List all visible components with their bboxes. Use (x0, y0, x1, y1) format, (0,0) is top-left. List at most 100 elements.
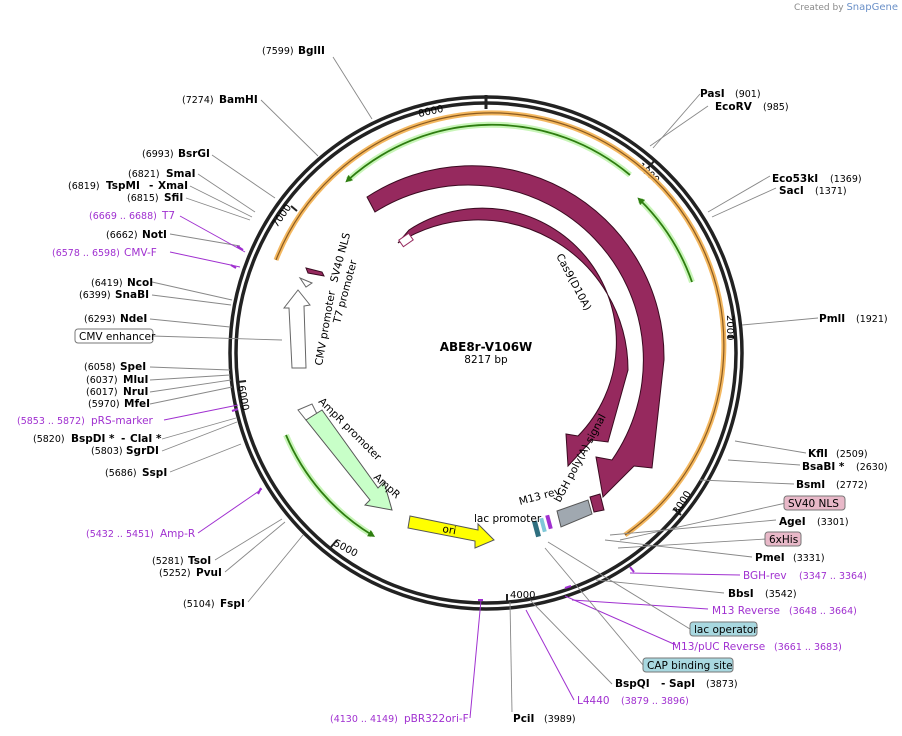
enzyme-sspi[interactable]: SspI (142, 467, 167, 479)
enzyme-nrui[interactable]: NruI (123, 386, 148, 398)
enzyme-ndei[interactable]: NdeI (120, 313, 147, 325)
enzyme-saci[interactable]: SacI (779, 185, 804, 197)
enzyme-pmei[interactable]: PmeI (755, 552, 785, 564)
enzyme-pvui[interactable]: PvuI (196, 567, 222, 579)
snapgene-logo: SnapGene (846, 2, 898, 13)
feature-box-cmv-enhancer[interactable]: CMV enhancer (74, 328, 156, 344)
primer-pbr322ori-f-pos: (4130 .. 4149) (330, 714, 398, 725)
enzyme-xmai[interactable]: XmaI (158, 180, 188, 192)
cas9-d10a-feature-arrow (397, 207, 629, 468)
tick-8000: 8000 (417, 104, 444, 120)
tick-3000: 3000 (671, 489, 694, 516)
primer-amp-r[interactable]: Amp-R (160, 528, 195, 540)
enzyme-bsrgi[interactable]: BsrGI (178, 148, 210, 160)
enzyme-bsmi[interactable]: BsmI (796, 479, 825, 491)
enzyme-smai[interactable]: SmaI (166, 168, 196, 180)
enzyme-kfli[interactable]: KflI (808, 448, 828, 460)
enzyme-tsoi[interactable]: TsoI (188, 555, 211, 567)
green-arrow-right-line (637, 197, 693, 283)
enzyme-bspdi-pos: (5820) (33, 434, 65, 445)
primer-l4440[interactable]: L4440 (577, 695, 610, 707)
enzyme-bglii[interactable]: BglII (298, 45, 325, 57)
enzyme-connectors (149, 56, 819, 713)
enzyme-agei-pos: (3301) (817, 517, 849, 528)
tick-1000-mark (647, 159, 656, 169)
credit-prefix: Created by (794, 3, 844, 13)
enzyme-dash-1: - (149, 180, 153, 192)
tick-7000-mark (290, 205, 298, 212)
enzyme-bsrgi-pos: (6993) (142, 149, 174, 160)
enzyme-fspi-pos: (5104) (183, 599, 215, 610)
primer-bgh-rev[interactable]: BGH-rev (743, 570, 787, 582)
enzyme-sfii[interactable]: SfiI (164, 192, 183, 204)
enzyme-noti-pos: (6662) (106, 230, 138, 241)
feature-box-cap-binding-site[interactable]: CAP binding site (642, 657, 734, 673)
primer-connectors (163, 215, 741, 719)
lac-promoter-label: lac promoter (474, 513, 542, 525)
enzyme-agei[interactable]: AgeI (779, 516, 806, 528)
enzyme-bsabi[interactable]: BsaBI * (802, 461, 845, 473)
enzyme-nrui-pos: (6017) (86, 387, 118, 398)
primer-t7[interactable]: T7 (161, 210, 175, 222)
enzyme-bbsi[interactable]: BbsI (728, 588, 754, 600)
enzyme-pasi-pos: (901) (735, 89, 761, 100)
feature-box-cap-binding-site-label: CAP binding site (647, 660, 733, 672)
enzyme-snabi[interactable]: SnaBI (115, 289, 149, 301)
cas9-d10a-marker (398, 232, 414, 248)
feature-box-sv40-nls[interactable]: SV40 NLS (783, 495, 846, 511)
enzyme-bamhi[interactable]: BamHI (219, 94, 258, 106)
enzyme-bspqi[interactable]: BspQI (615, 678, 650, 690)
primer-m13-reverse[interactable]: M13 Reverse (712, 605, 780, 617)
t7-promoter-arrow (298, 276, 314, 288)
enzyme-spei[interactable]: SpeI (120, 361, 146, 373)
plasmid-name: ABE8r-V106W (440, 340, 533, 354)
bgh-polya-feature (556, 499, 593, 528)
enzyme-sapi[interactable]: SapI (669, 678, 695, 690)
enzyme-tspmi-pos: (6819) (68, 181, 100, 192)
feature-box-cmv-enhancer-label: CMV enhancer (79, 331, 156, 343)
enzyme-noti[interactable]: NotI (142, 229, 167, 241)
orange-feature-band-inner (275, 112, 725, 536)
enzyme-mfei[interactable]: MfeI (124, 398, 150, 410)
enzyme-pasi[interactable]: PasI (700, 88, 725, 100)
feature-box-lac-operator[interactable]: lac operator (689, 621, 758, 637)
enzyme-pmli-pos: (1921) (856, 314, 888, 325)
enzyme-mfei-pos: (5970) (88, 399, 120, 410)
feature-box-6xhis[interactable]: 6xHis (764, 531, 802, 547)
plasmid-length: 8217 bp (464, 354, 508, 366)
tick-4000: 4000 (510, 590, 535, 601)
enzyme-ncoi-pos: (6419) (91, 278, 123, 289)
enzyme-kfli-pos: (2509) (836, 449, 868, 460)
enzyme-bglii-pos: (7599) (262, 46, 294, 57)
primer-prs-marker[interactable]: pRS-marker (91, 415, 154, 427)
primer-prs-marker-pos: (5853 .. 5872) (17, 416, 85, 427)
enzyme-pmli[interactable]: PmlI (819, 313, 845, 325)
enzyme-mlui[interactable]: MluI (123, 374, 148, 386)
primer-cmv-f-pos: (6578 .. 6598) (52, 248, 120, 259)
enzyme-bsmi-pos: (2772) (836, 480, 868, 491)
enzyme-bspqi-pos: (3873) (706, 679, 738, 690)
primer-pbr322ori-f[interactable]: pBR322ori-F (404, 713, 469, 725)
tick-3000-mark (673, 508, 682, 516)
enzyme-pvui-pos: (5252) (159, 568, 191, 579)
enzyme-ncoi[interactable]: NcoI (127, 277, 153, 289)
enzyme-bspdi[interactable]: BspDI * (71, 433, 115, 445)
bgh-nls-marker (589, 493, 605, 513)
green-arrow-left-line (285, 434, 376, 537)
enzyme-clai[interactable]: ClaI * (130, 433, 162, 445)
cmv-promoter-label: CMV promoter (313, 289, 338, 366)
enzyme-tspmi[interactable]: TspMI (106, 180, 140, 192)
enzyme-pcii[interactable]: PciI (513, 713, 534, 725)
primer-cmv-f[interactable]: CMV-F (124, 247, 157, 259)
enzyme-eco53ki[interactable]: Eco53kI (772, 173, 818, 185)
primer-m13-puc-reverse[interactable]: M13/pUC Reverse (672, 641, 765, 653)
enzyme-smai-pos: (6821) (128, 169, 160, 180)
cas9-feature-arrow (366, 165, 665, 499)
enzyme-mlui-pos: (6037) (86, 375, 118, 386)
enzyme-fspi[interactable]: FspI (220, 598, 245, 610)
enzyme-ecorv[interactable]: EcoRV (715, 101, 753, 113)
m13-rev-marker (545, 514, 553, 530)
enzyme-sgrdi[interactable]: SgrDI (126, 445, 159, 457)
enzyme-sgrdi-pos: (5803) (91, 446, 123, 457)
